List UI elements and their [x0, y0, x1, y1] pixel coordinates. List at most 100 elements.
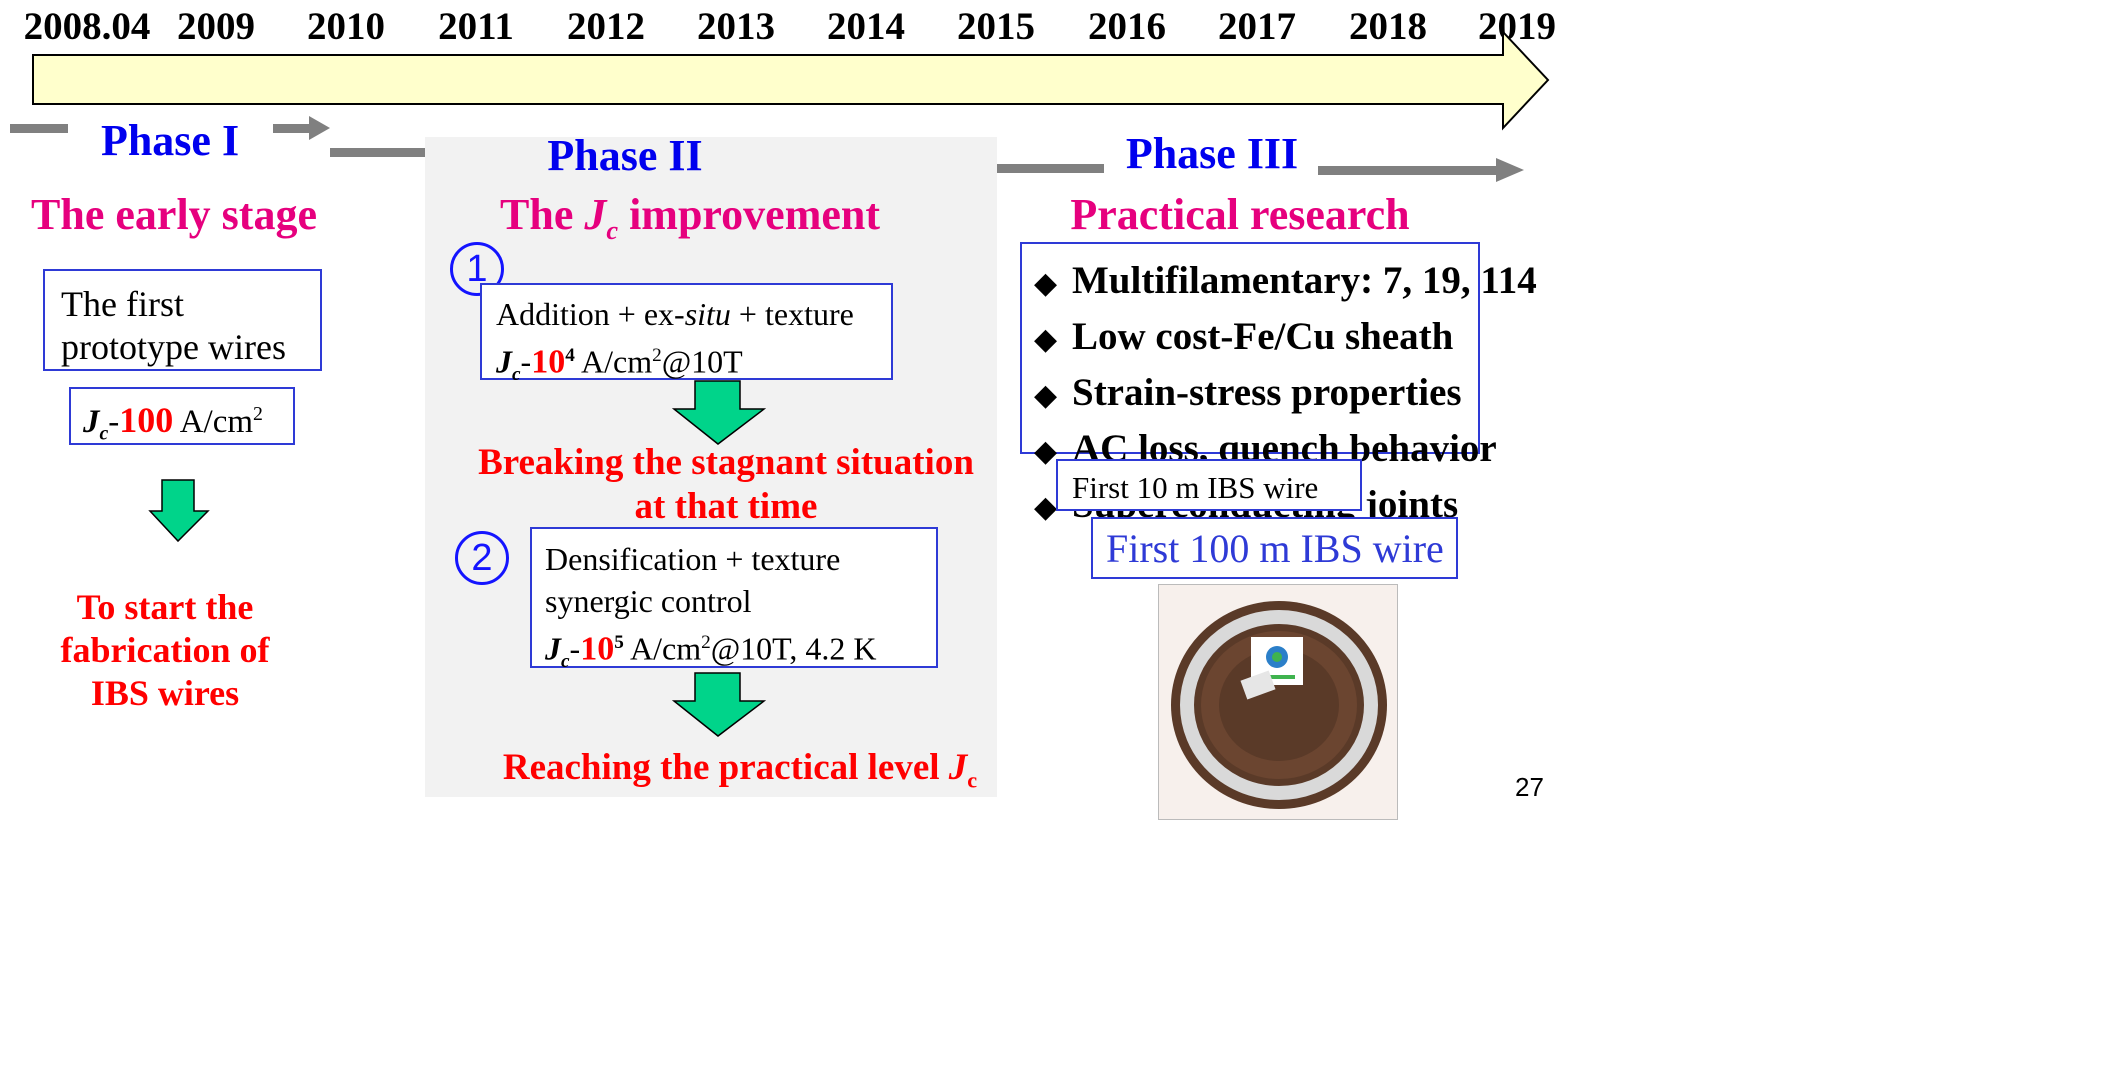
step1-line1-italic: situ [684, 296, 731, 332]
year-label: 2016 [1088, 5, 1166, 48]
phase3-bullet-box: ◆ Multifilamentary: 7, 19, 114 ◆ Low cost-… [1020, 242, 1537, 526]
year-label: 2008.04 [23, 5, 151, 48]
bullet-text: Multifilamentary [1072, 259, 1361, 302]
jc-dash: - [520, 343, 532, 380]
phase1-title: Phase I [100, 116, 240, 165]
step2-number: 2 [455, 531, 509, 585]
jc-subscript: c [561, 651, 570, 673]
jc-unit: A/cm [623, 630, 702, 667]
step2-line1: Densification + texture [545, 541, 841, 577]
bullet-text: Strain-stress properties [1072, 371, 1462, 414]
jc-unit-sup: 2 [652, 345, 662, 366]
step2-result-text: Reaching the practical level [502, 747, 949, 788]
jc-symbol: J [83, 404, 100, 440]
diamond-bullet-icon: ◆ [1034, 491, 1058, 524]
first-100m-box: First 100 m IBS wire [1091, 517, 1458, 579]
phase1-arrowhead [309, 116, 330, 140]
diamond-bullet-icon: ◆ [1034, 267, 1058, 300]
year-label: 2015 [957, 5, 1035, 48]
phase3-arrowhead [1496, 158, 1524, 182]
jc-dash: - [569, 630, 581, 667]
first-10m-box: First 10 m IBS wire [1056, 459, 1362, 511]
year-label: 2011 [438, 5, 514, 48]
phase1-result-line3: IBS wires [90, 673, 240, 713]
step1-box: Addition + ex-situ + texture Jc-104 A/cm… [480, 283, 893, 385]
step2-result-subscript: c [967, 767, 978, 793]
year-label: 2019 [1478, 5, 1556, 48]
jc-unit: A/cm [173, 404, 254, 440]
jc-dash: - [108, 404, 120, 440]
phase3-line-left [904, 164, 1104, 173]
phase1-line-right [273, 124, 311, 133]
step1-result: Breaking the stagnant situation at that … [466, 441, 986, 529]
phase2-stage-subscript: c [606, 214, 619, 245]
phase3-title: Phase III [1125, 129, 1299, 178]
step1-result-line1: Breaking the stagnant situation [478, 442, 974, 483]
step1-line1-c: + texture [730, 296, 854, 332]
bullet-item: ◆ Multifilamentary: 7, 19, 114 [1034, 254, 1537, 310]
jc-unit-sup: 2 [701, 632, 711, 653]
jc-subscript: c [99, 422, 109, 445]
phase2-stage-symbol: J [584, 190, 607, 239]
wire-spool-image [1171, 601, 1387, 809]
diamond-bullet-icon: ◆ [1034, 323, 1058, 356]
step1-line1-a: Addition + ex- [496, 296, 685, 332]
jc-unit: A/cm [574, 343, 653, 380]
phase2-stage: The Jc improvement [500, 189, 880, 246]
step2-line2: synergic control [545, 583, 752, 619]
diamond-bullet-icon: ◆ [1034, 435, 1058, 468]
phase1-box-line1: The first [61, 284, 184, 324]
phase3-line-right [1318, 166, 1498, 175]
bullet-text-rest: : 7, 19, 114 [1360, 259, 1537, 302]
step2-jc: Jc-105 A/cm2@10T, 4.2 K [545, 622, 936, 683]
jc-base: 10 [580, 630, 615, 668]
step2-down-arrow [672, 672, 766, 737]
bullet-item: ◆ Low cost-Fe/Cu sheath [1034, 310, 1478, 366]
jc-exponent: 4 [565, 345, 575, 366]
step1-result-line2: at that time [634, 486, 818, 527]
year-label: 2013 [697, 5, 775, 48]
phase2-title: Phase II [547, 131, 703, 180]
step1-line1: Addition + ex-situ + texture [496, 293, 891, 335]
step2-result-symbol: J [948, 747, 968, 788]
timeline-big-arrow [32, 29, 1550, 131]
year-label: 2010 [307, 5, 385, 48]
phase1-line-left [10, 124, 68, 133]
phase1-result-line2: fabrication of [60, 630, 270, 670]
phase2-stage-post: improvement [618, 190, 880, 239]
phase1-prototype-box: The first prototype wires [43, 269, 322, 371]
phase1-box-line2: prototype wires [61, 327, 286, 367]
jc-condition: @10T [661, 343, 743, 380]
year-label: 2009 [177, 5, 255, 48]
bullet-item: ◆ Strain-stress properties [1034, 366, 1478, 422]
step2-box: Densification + texture synergic control… [530, 527, 938, 672]
year-label: 2012 [567, 5, 645, 48]
bullet-text: Low cost-Fe/Cu sheath [1072, 315, 1454, 358]
phase2-stage-pre: The [500, 190, 585, 239]
page-number: 27 [1515, 772, 1544, 802]
jc-symbol: J [496, 343, 512, 380]
phase1-down-arrow [148, 479, 210, 543]
year-label: 2014 [827, 5, 905, 48]
step1-number: 1 [450, 242, 504, 296]
diamond-bullet-icon: ◆ [1034, 379, 1058, 412]
phase1-stage: The early stage [31, 190, 317, 239]
year-label: 2018 [1349, 5, 1427, 48]
jc-subscript: c [512, 364, 521, 386]
jc-base: 10 [531, 343, 566, 381]
jc-exponent: 5 [614, 632, 624, 653]
step1-down-arrow [672, 380, 766, 445]
step1-jc: Jc-104 A/cm2@10T [496, 335, 891, 396]
jc-condition: @10T, 4.2 K [710, 630, 877, 667]
jc-unit-sup: 2 [253, 403, 263, 425]
phase1-result: To start the fabrication of IBS wires [20, 586, 310, 715]
phase3-stage: Practical research [1070, 190, 1410, 239]
jc-value: 100 [119, 400, 174, 440]
wire-spool-photo [1158, 584, 1398, 820]
year-label: 2017 [1218, 5, 1296, 48]
step2-result: Reaching the practical level Jc [470, 746, 1010, 802]
phase1-result-line1: To start the [76, 587, 254, 627]
phase1-jc-box: Jc-100 A/cm2 [69, 387, 295, 445]
jc-symbol: J [545, 630, 561, 667]
